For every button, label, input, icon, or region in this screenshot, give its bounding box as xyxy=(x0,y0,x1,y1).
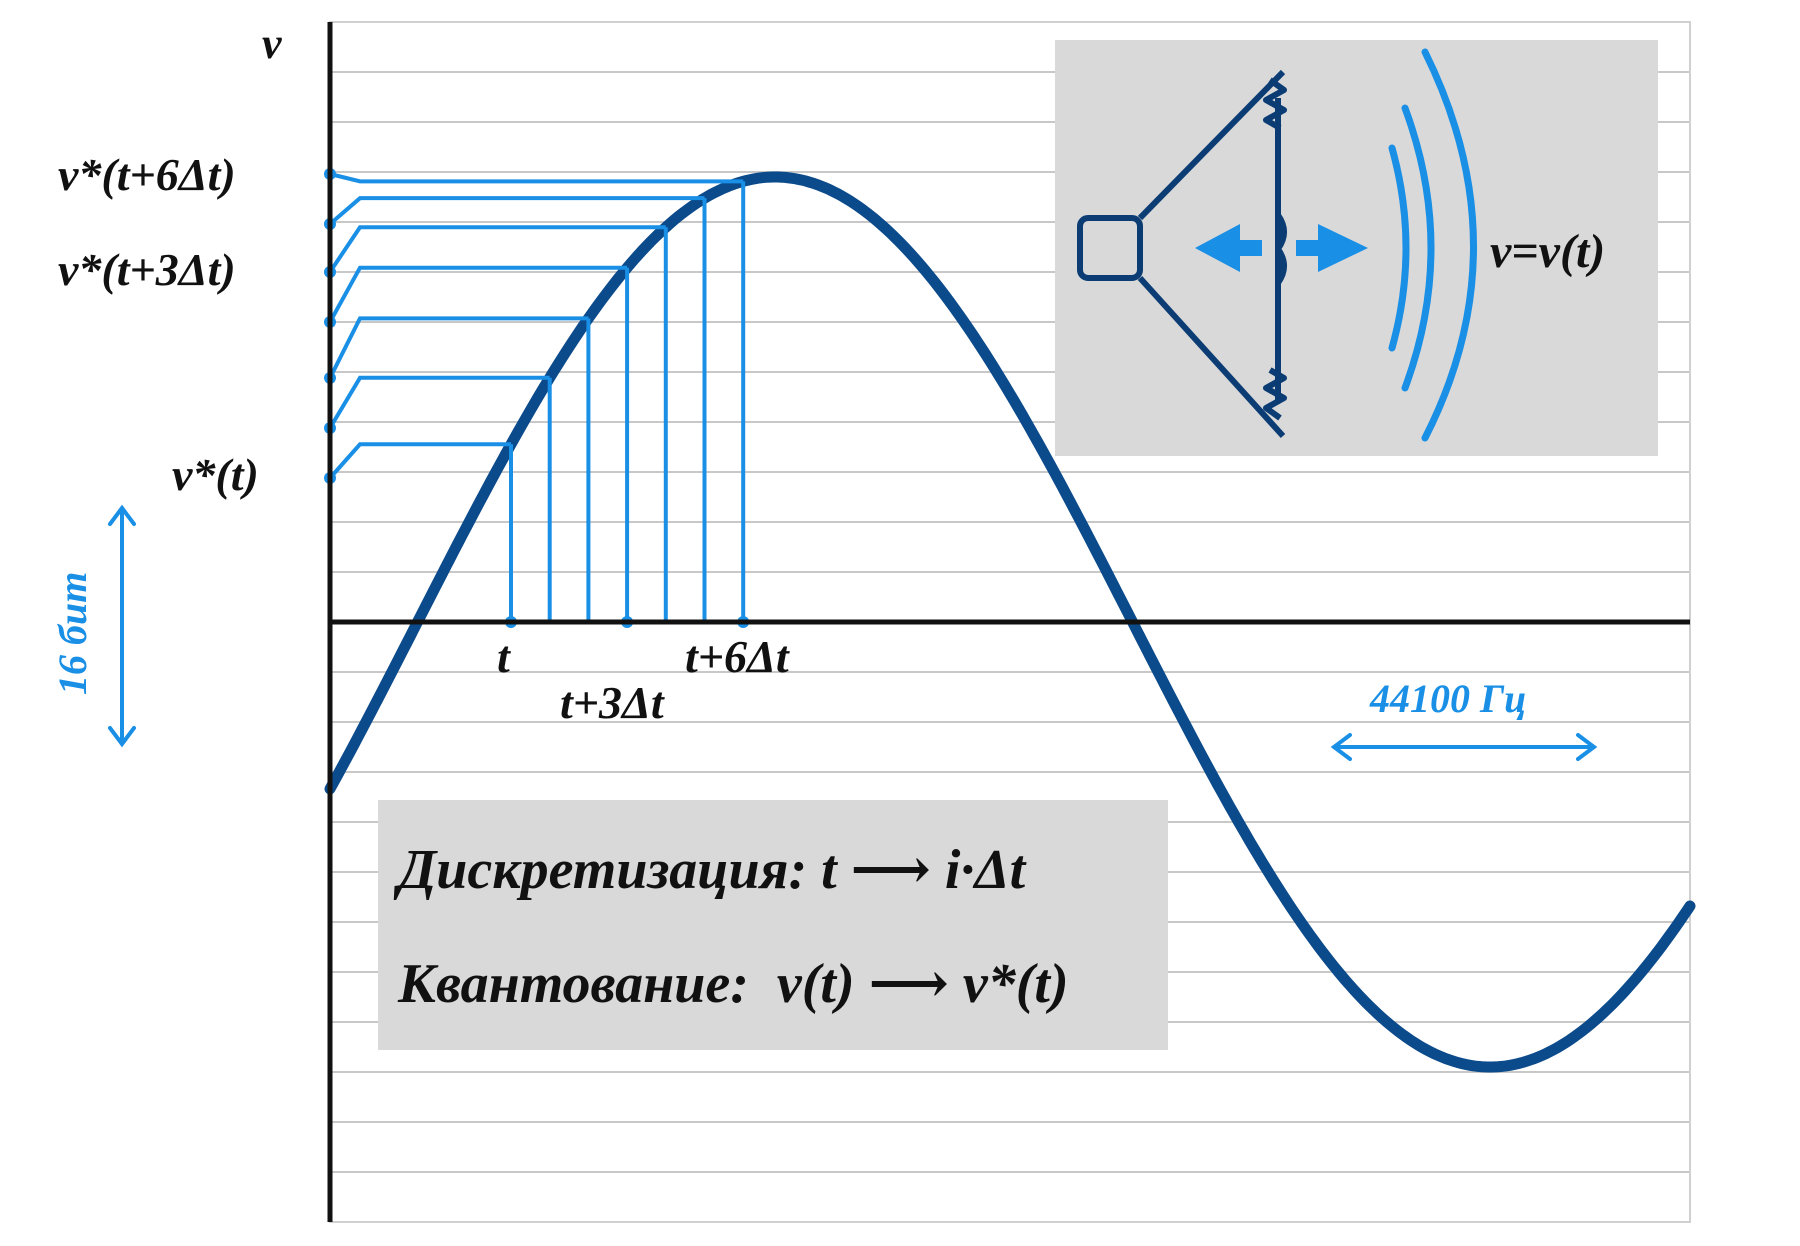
quantization-line xyxy=(328,442,511,480)
quantization-line xyxy=(328,265,628,323)
formula-panel: Дискретизация: t ⟶ i·Δt Квантование: v(t… xyxy=(378,800,1168,1050)
double-arrow-icon xyxy=(1195,224,1368,272)
t3-label: t+3Δt xyxy=(560,677,665,728)
frequency-arrow xyxy=(1330,733,1598,761)
bit-depth-label: 16 бит xyxy=(50,572,95,695)
quantization-line xyxy=(328,375,550,430)
quantization-line xyxy=(328,196,705,226)
t6-label: t+6Δt xyxy=(685,631,790,682)
signal-curve xyxy=(324,171,1696,1073)
discretization-formula: Дискретизация: t ⟶ i·Δt xyxy=(393,839,1027,901)
bit-depth-arrow xyxy=(108,504,136,748)
v-axis-label: v xyxy=(262,19,282,68)
quantization-line xyxy=(329,172,744,184)
speaker-icon xyxy=(1077,69,1287,439)
speaker-panel: v=v(t) xyxy=(1055,40,1658,456)
v-star-t6-label: v*(t+6Δt) xyxy=(58,149,236,200)
sampling-lines xyxy=(324,168,750,628)
quantization-line xyxy=(328,316,589,379)
sound-waves-icon xyxy=(1388,48,1477,442)
signal-label: v=v(t) xyxy=(1490,225,1605,278)
t-label: t xyxy=(497,631,511,682)
v-star-t3-label: v*(t+3Δt) xyxy=(58,244,236,295)
v-star-t-label: v*(t) xyxy=(172,449,259,500)
quantization-line xyxy=(328,225,666,274)
quantization-formula: Квантование: v(t) ⟶ v*(t) xyxy=(397,953,1069,1015)
frequency-label: 44100 Гц xyxy=(1369,676,1526,721)
